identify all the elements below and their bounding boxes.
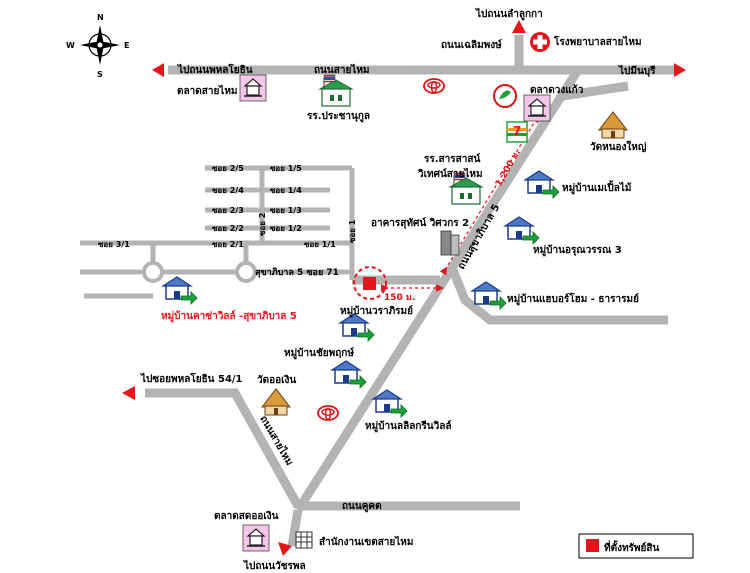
building-icon — [440, 230, 460, 256]
label-chaloem-phong: ถนนเฉลิมพงษ์ — [441, 39, 502, 51]
label-to-watcharaphon: ไปถนนวัชรพล — [243, 559, 306, 572]
market-icon — [242, 524, 270, 552]
legend: ที่ตั้งทรัพย์สิน — [578, 533, 694, 559]
label-soi-2-3: ซอย 2/3 — [212, 206, 244, 215]
compass-icon — [80, 25, 120, 65]
compass-e: E — [124, 41, 129, 50]
road-harbor-branch — [448, 268, 668, 325]
arrow-left-54-1 — [122, 386, 135, 400]
compass-w: W — [66, 41, 75, 50]
roads — [145, 35, 674, 547]
label-ok-ngoen-market: ตลาดสดออเงิน — [214, 510, 279, 522]
label-prachanukul: รร.ประชานุกูล — [307, 110, 370, 123]
compass-n: N — [97, 13, 104, 22]
label-soi-1-3: ซอย 1/3 — [270, 206, 302, 215]
village-house-icon — [162, 276, 198, 305]
label-soi-3-1: ซอย 3/1 — [98, 240, 130, 249]
label-soi-71: สุขาภิบาล 5 ซอย 71 — [255, 267, 339, 278]
label-to-phahonyothin: ไปถนนพหลโยธิน — [177, 63, 253, 76]
label-ok-ngoen-temple: วัดออเงิน — [257, 374, 296, 386]
label-building: อาคารสุทัศน์ วิศวกร 2 — [371, 217, 469, 229]
road-sukhaphiban-5 — [294, 67, 582, 513]
road-sai-mai-lower — [145, 388, 302, 509]
hospital-icon — [530, 32, 550, 52]
market-icon — [523, 94, 551, 122]
arrow-up-lam-luk-ka — [512, 20, 526, 33]
arrow-right-min-buri — [674, 63, 686, 77]
roundabout-1 — [142, 261, 164, 283]
road-bottom-stub — [287, 509, 303, 547]
label-school-line2: วิเทศน์สายไหม — [418, 167, 483, 180]
label-soi-2-4: ซอย 2/4 — [212, 186, 244, 195]
label-soi-1-5: ซอย 1/5 — [270, 164, 302, 173]
soi-network — [80, 165, 355, 299]
label-casa-ville: หมู่บ้านคาซ่าวิลล์ -สุขาภิบาล 5 — [161, 310, 297, 323]
seven-eleven-icon: 7 — [506, 121, 528, 143]
village-house-icon — [331, 360, 367, 389]
label-khu-khot: ถนนคูคต — [342, 501, 382, 513]
compass-s: S — [97, 70, 103, 79]
label-soi-2: ซอย 2 — [258, 213, 267, 236]
label-lalin: หมู่บ้านลลิลกรีนวิลล์ — [365, 420, 452, 433]
label-to-min-buri: ไปมีนบุรี — [618, 64, 656, 77]
property-circle — [353, 266, 387, 300]
district-office-icon — [295, 531, 313, 549]
label-district-office: สำนักงานเขตสายไหม — [319, 535, 413, 548]
label-hospital: โรงพยาบาลสายไหม — [553, 35, 642, 48]
property-marker-icon — [363, 277, 376, 290]
label-soi-2-2: ซอย 2/2 — [212, 224, 244, 233]
school-flag-icon — [319, 74, 353, 107]
legend-label: ที่ตั้งทรัพย์สิน — [604, 540, 659, 554]
label-school-line1: รร.สารสาสน์ — [424, 153, 480, 165]
svg-text:7: 7 — [513, 124, 521, 138]
roundabout-2 — [235, 261, 257, 283]
label-soi-2-1: ซอย 2/1 — [212, 240, 244, 249]
toyota-logo-icon — [423, 78, 445, 94]
road-right-branch — [561, 81, 629, 101]
label-soi-1-1: ซอย 1/1 — [304, 240, 336, 249]
label-nong-yai: วัดหนองใหญ่ — [590, 140, 647, 153]
village-house-icon — [524, 170, 560, 199]
village-house-icon — [504, 216, 540, 245]
label-duang-kaeo: ตลาดวงแก้ว — [530, 84, 584, 96]
temple-icon — [261, 388, 291, 416]
label-distance-150: 150 ม. — [384, 293, 415, 303]
kasikorn-logo-icon — [493, 84, 517, 108]
label-arunwan: หมู่บ้านอรุณวรรณ 3 — [533, 244, 622, 257]
village-house-icon — [339, 313, 375, 342]
label-sukhaphiban-5: ถนนสุขาภิบาล 5 — [455, 202, 502, 272]
label-maple: หมู่บ้านเมเปิ้ลไม้ — [562, 180, 632, 195]
label-to-lam-luk-ka: ไปถนนลำลูกกา — [475, 7, 543, 21]
arrow-down-watcharaphon — [278, 542, 292, 556]
label-sai-mai-top: ถนนสายไหม — [314, 63, 370, 76]
label-soi-1: ซอย 1 — [348, 219, 357, 243]
label-chaiyaphruek: หมู่บ้านชัยพฤกษ์ — [284, 347, 354, 360]
label-to-54-1: ไปซอยพหลโยธิน 54/1 — [140, 372, 243, 385]
market-icon — [239, 74, 267, 102]
toyota-logo-icon — [317, 405, 339, 421]
label-soi-1-2: ซอย 1/2 — [270, 224, 302, 233]
label-soi-2-5: ซอย 2/5 — [212, 164, 244, 173]
temple-icon — [598, 111, 628, 139]
label-warabhirom: หมู่บ้านวราภิรมย์ — [340, 305, 413, 318]
legend-swatch — [586, 539, 599, 552]
label-sai-mai-market: ตลาดสายไหม — [177, 84, 238, 97]
arrow-left-phahonyothin — [152, 63, 164, 77]
label-soi-1-4: ซอย 1/4 — [270, 186, 302, 195]
label-harbor-home: หมู่บ้านแฮบอร์โฮม - ธารารมย์ — [507, 292, 639, 306]
village-house-icon — [372, 389, 408, 418]
